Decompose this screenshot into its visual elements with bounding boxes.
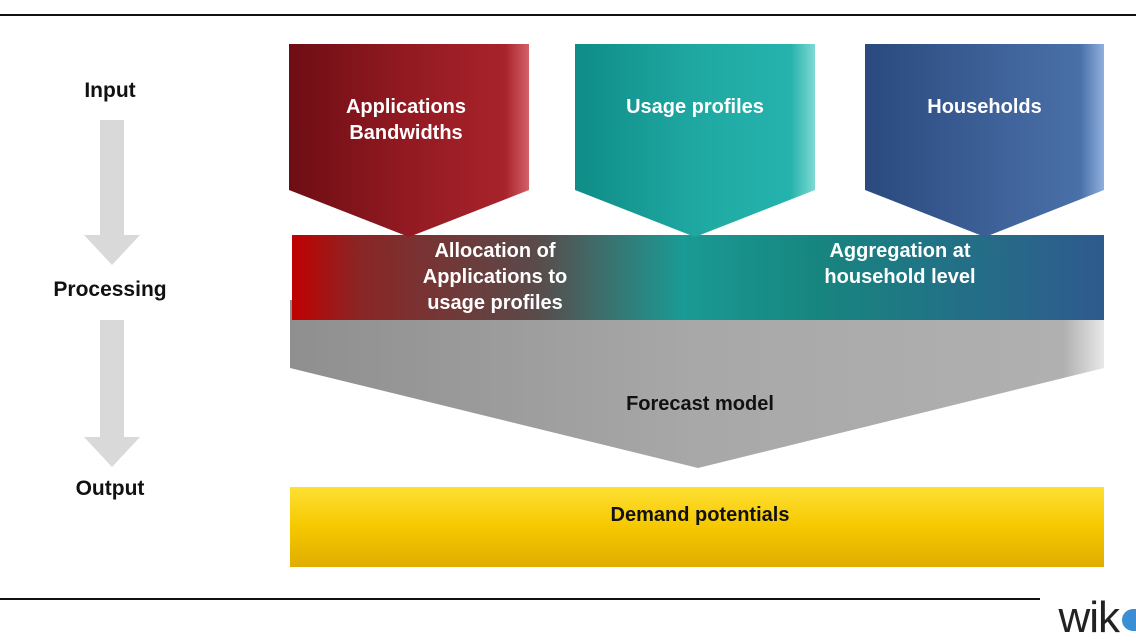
forecast-funnel bbox=[290, 300, 1104, 468]
flow-diagram bbox=[84, 44, 1104, 567]
aggregation-line-1: Aggregation at bbox=[829, 240, 971, 262]
input-applications-label: Applications Bandwidths bbox=[295, 94, 517, 146]
output-bar bbox=[290, 487, 1104, 567]
allocation-line-3: usage profiles bbox=[427, 292, 563, 314]
processing-band bbox=[292, 235, 1104, 320]
logo-mark-icon bbox=[1122, 609, 1136, 632]
input-applications-shape bbox=[289, 44, 529, 237]
allocation-line-1: Allocation of bbox=[434, 240, 556, 262]
applications-line-1: Applications bbox=[345, 96, 466, 118]
input-households-label: Households bbox=[927, 96, 1042, 118]
bottom-rule bbox=[0, 598, 1040, 600]
top-rule bbox=[0, 14, 1136, 16]
stage-label-processing: Processing bbox=[53, 278, 167, 301]
input-usage-profiles-shape bbox=[575, 44, 815, 237]
processing-allocation-label: Allocation of Applications to usage prof… bbox=[380, 238, 610, 316]
input-households-shape bbox=[865, 44, 1104, 237]
stage-arrow-input-to-processing bbox=[84, 120, 140, 265]
stage-arrow-processing-to-output bbox=[84, 320, 140, 467]
wik-logo: wik bbox=[1058, 596, 1136, 640]
processing-aggregation-label: Aggregation at household level bbox=[780, 238, 1020, 290]
input-usage-profiles-label: Usage profiles bbox=[626, 96, 764, 118]
aggregation-line-2: household level bbox=[824, 266, 976, 288]
demand-potentials-label: Demand potentials bbox=[610, 504, 790, 526]
stage-label-input: Input bbox=[84, 79, 136, 102]
applications-line-2: Bandwidths bbox=[349, 122, 463, 144]
forecast-model-label: Forecast model bbox=[626, 393, 774, 415]
stage-label-output: Output bbox=[75, 477, 145, 500]
allocation-line-2: Applications to bbox=[422, 266, 568, 288]
logo-text: wik bbox=[1058, 593, 1120, 642]
